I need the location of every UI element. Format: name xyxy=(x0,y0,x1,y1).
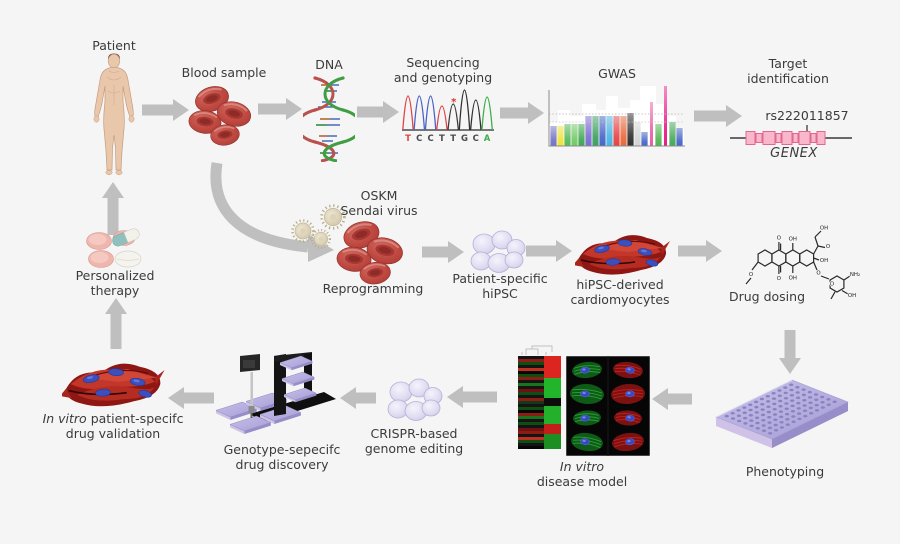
gene-exon-map-icon xyxy=(730,125,852,145)
hipsc-label-line1: Patient-specific xyxy=(452,271,548,286)
patient-hipsc-label: Patient-specific hiPSC xyxy=(440,271,560,301)
drug-discovery-label-line1: Genotype-sepecifc xyxy=(223,442,341,457)
flow-arrow xyxy=(340,387,376,409)
svg-text:C: C xyxy=(416,134,422,144)
sequencing-label: Sequencing and genotyping xyxy=(373,55,513,85)
crispr-label: CRISPR-based genome editing xyxy=(354,426,474,456)
flow-arrow xyxy=(652,388,692,410)
cardiomyocytes-icon xyxy=(575,234,670,276)
cardiomyocytes-label: hiPSC-derived cardiomyocytes xyxy=(550,277,690,307)
flow-arrow xyxy=(678,240,722,262)
red-blood-cells-icon xyxy=(188,83,254,147)
hts-robot-icon xyxy=(216,352,336,434)
flow-arrow xyxy=(102,182,124,235)
svg-text:OH: OH xyxy=(789,276,797,282)
patient-label: Patient xyxy=(92,38,136,53)
svg-text:O: O xyxy=(777,236,781,242)
target-label-line2: identification xyxy=(747,70,829,86)
flow-arrow xyxy=(105,298,127,349)
drug-discovery-label: Genotype-sepecifc drug discovery xyxy=(212,442,352,472)
dna-label: DNA xyxy=(315,57,343,72)
reprogramming-blood-cells-icon xyxy=(336,218,408,286)
svg-text:O: O xyxy=(749,272,753,278)
svg-text:T: T xyxy=(405,134,411,144)
therapy-label-line2: therapy xyxy=(90,282,140,298)
drug-validation-cells-icon xyxy=(62,362,166,408)
therapy-label-line1: Personalized xyxy=(75,268,155,283)
svg-text:OH: OH xyxy=(848,293,856,299)
flow-arrow xyxy=(779,330,801,374)
target-identification-label: Target identification xyxy=(728,56,848,86)
snp-id-label: rs222011857 xyxy=(765,108,849,123)
reprogramming-label: Reprogramming xyxy=(322,281,424,296)
flow-arrow xyxy=(694,105,742,127)
human-body-icon xyxy=(93,53,135,175)
crispr-cells-icon xyxy=(387,378,443,421)
flow-arrow xyxy=(357,101,399,123)
oskm-label-line2: Sendai virus xyxy=(340,202,418,218)
flow-arrow xyxy=(500,102,544,124)
oskm-sendai-label: OSKM Sendai virus xyxy=(319,188,439,218)
dna-double-helix-icon xyxy=(303,76,355,162)
gene-name-label: GENEX xyxy=(770,146,818,161)
crispr-label-line2: genome editing xyxy=(364,440,464,456)
gwas-label: GWAS xyxy=(598,66,636,81)
drug-dosing-label: Drug dosing xyxy=(728,289,806,304)
crispr-label-line1: CRISPR-based xyxy=(370,426,458,441)
hipsc-label-line2: hiPSC xyxy=(482,285,518,301)
svg-text:T: T xyxy=(450,134,456,144)
svg-text:O: O xyxy=(826,244,830,250)
svg-text:C: C xyxy=(427,134,433,144)
svg-text:G: G xyxy=(461,134,468,144)
patient-hipsc-icon xyxy=(470,230,526,273)
cardiomyocytes-label-line1: hiPSC-derived xyxy=(576,277,664,292)
svg-text:O: O xyxy=(830,282,834,288)
drug-validation-label: In vitro patient-specifc drug validation xyxy=(13,411,213,441)
svg-text:OH: OH xyxy=(820,226,828,232)
personalized-therapy-label: Personalized therapy xyxy=(55,268,175,298)
pills-icon xyxy=(86,228,142,268)
svg-text:*: * xyxy=(451,97,457,108)
drug-structure-icon: O O O OH OH O OH OH O O NH₂ OH xyxy=(745,225,861,300)
svg-text:C: C xyxy=(473,134,479,144)
oskm-label-line1: OSKM xyxy=(360,188,398,203)
blood-sample-label: Blood sample xyxy=(181,65,267,80)
drug-validation-label-rest: patient-specifc xyxy=(90,411,184,426)
heatmap-icon xyxy=(518,345,561,449)
disease-model-label: In vitro disease model xyxy=(512,459,652,489)
flow-arrow xyxy=(142,99,189,121)
drug-validation-label-italic: In vitro xyxy=(42,411,87,426)
svg-text:O: O xyxy=(777,276,781,282)
drug-discovery-label-line2: drug discovery xyxy=(235,456,329,472)
svg-text:NH₂: NH₂ xyxy=(850,272,860,278)
svg-text:OH: OH xyxy=(789,237,797,243)
disease-model-label-italic: In vitro xyxy=(559,459,605,474)
sequencing-label-line2: and genotyping xyxy=(393,69,493,85)
cardiomyocytes-label-line2: cardiomyocytes xyxy=(570,291,670,307)
flow-arrow xyxy=(526,240,572,262)
svg-text:O: O xyxy=(816,271,820,277)
svg-text:OH: OH xyxy=(820,258,828,264)
svg-text:T: T xyxy=(439,134,445,144)
immunofluorescence-panel-icon xyxy=(566,356,650,456)
svg-text:A: A xyxy=(484,134,491,144)
flow-arrow xyxy=(168,387,214,409)
flow-arrow xyxy=(258,98,302,120)
flow-arrow xyxy=(447,386,497,408)
drug-validation-label-line2: drug validation xyxy=(65,425,161,441)
phenotyping-label: Phenotyping xyxy=(745,464,825,479)
96-well-plate-icon xyxy=(715,379,849,448)
disease-model-label-line2: disease model xyxy=(536,473,628,489)
flow-arrow xyxy=(422,241,464,263)
manhattan-plot-icon xyxy=(548,86,685,147)
target-label-line1: Target xyxy=(768,56,808,71)
sequencing-label-line1: Sequencing xyxy=(406,55,480,70)
